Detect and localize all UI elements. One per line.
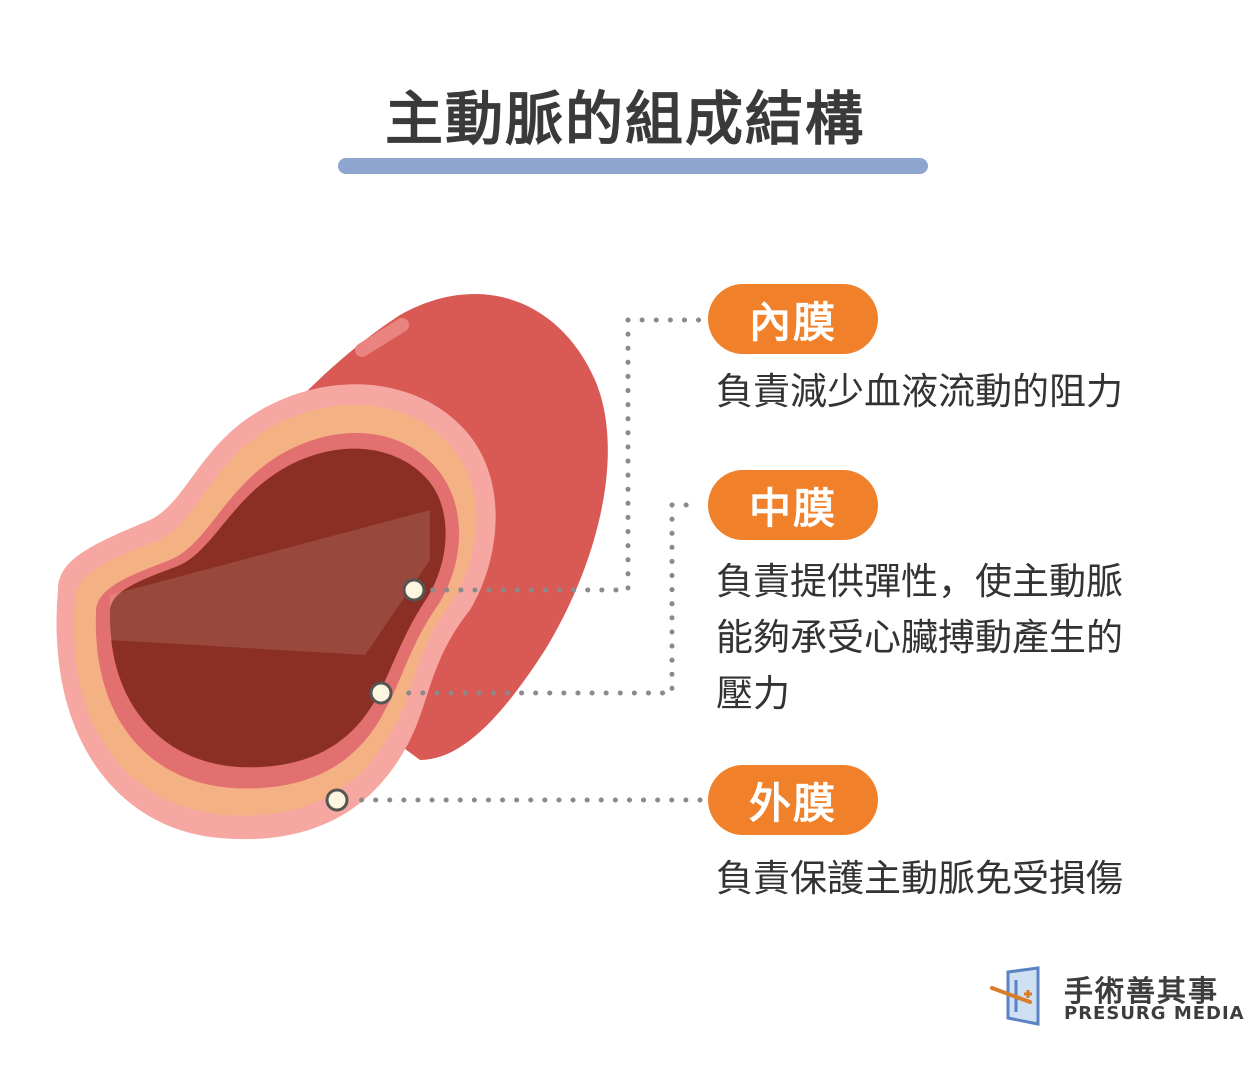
desc-adventitia: 負責保護主動脈免受損傷 (716, 851, 1123, 907)
desc-line: 負責減少血液流動的阻力 (716, 370, 1123, 413)
artery-lumen (109, 448, 446, 768)
desc-line: 負責提供彈性，使主動脈 (716, 560, 1123, 603)
presurg-logo-icon (990, 966, 1040, 1026)
desc-line: 壓力 (716, 672, 790, 715)
page-title: 主動脈的組成結構 (384, 85, 865, 153)
leader-intima (427, 317, 703, 593)
adventitia-marker (325, 788, 349, 812)
title-underline (338, 158, 928, 174)
logo-english-name: PRESURG MEDIA (1064, 1003, 1245, 1024)
desc-line: 能夠承受心臟搏動產生的 (716, 616, 1123, 659)
badge-intima: 內膜 (708, 284, 878, 354)
artery-highlight (355, 318, 409, 357)
lumen-shine (110, 510, 430, 655)
badge-media: 中膜 (708, 470, 878, 540)
badge-adventitia: 外膜 (708, 765, 878, 835)
desc-intima: 負責減少血液流動的阻力 (716, 364, 1123, 420)
desc-line: 負責保護主動脈免受損傷 (716, 857, 1123, 900)
leader-media (392, 502, 703, 696)
logo-chinese-name: 手術善其事 (1064, 974, 1220, 1008)
media-marker (369, 681, 393, 705)
desc-media: 負責提供彈性，使主動脈 能夠承受心臟搏動產生的 壓力 (716, 554, 1123, 722)
intima-marker (402, 578, 426, 602)
